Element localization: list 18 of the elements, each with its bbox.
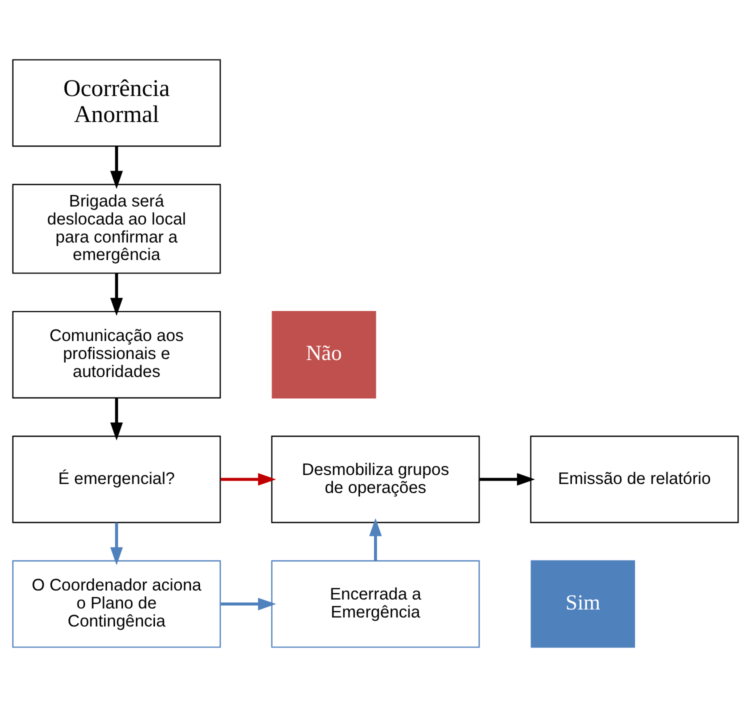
arrow [480, 473, 535, 486]
arrow [110, 273, 123, 316]
node-box: Ocorrência Anormal [12, 59, 221, 147]
arrow [110, 522, 123, 566]
node-box: Encerrada a Emergência [271, 560, 480, 648]
arrow [220, 473, 276, 486]
node-box: Não [272, 310, 376, 398]
node-box: Desmobiliza grupos de operações [271, 436, 480, 524]
arrow [369, 518, 382, 561]
node-box: É emergencial? [12, 436, 221, 524]
arrow [220, 598, 276, 610]
arrow [110, 146, 123, 189]
node-box: Comunicação aos profissionais e autoridades [12, 310, 221, 398]
node-box: Brigada será deslocada ao local para confirmar a emergência [12, 184, 221, 274]
node-box: Emissão de relatório [530, 436, 739, 524]
node-box: O Coordenador aciona o Plano de Contingência [12, 560, 221, 648]
arrow [110, 398, 123, 441]
node-box: Sim [530, 560, 636, 648]
